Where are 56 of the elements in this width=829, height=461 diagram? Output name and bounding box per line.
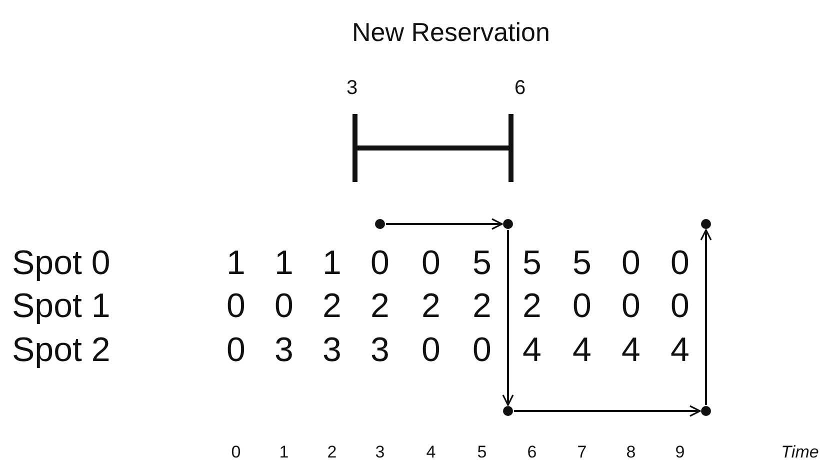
count-value: 0 bbox=[422, 246, 440, 280]
row-label: Spot 0 bbox=[12, 246, 110, 280]
tick-label: 6 bbox=[527, 444, 537, 460]
arrow bbox=[502, 230, 514, 406]
count-value: 4 bbox=[622, 333, 640, 367]
interval-end-label: 3 bbox=[346, 78, 358, 98]
tick-label: 0 bbox=[231, 444, 241, 460]
tick-label: 2 bbox=[327, 444, 337, 460]
count-value: 0 bbox=[670, 289, 690, 323]
tick-label: 1 bbox=[279, 444, 289, 460]
arrow bbox=[514, 405, 701, 417]
point-marker bbox=[701, 406, 711, 416]
count-value: 1 bbox=[274, 246, 294, 280]
tick-label: 3 bbox=[375, 444, 385, 460]
count-value: 4 bbox=[670, 333, 690, 367]
point-marker bbox=[375, 219, 385, 229]
point-marker bbox=[503, 406, 513, 416]
row-label: Spot 2 bbox=[12, 333, 110, 367]
tick-label: 5 bbox=[477, 444, 487, 460]
point-marker bbox=[503, 219, 513, 229]
count-value: 1 bbox=[322, 246, 342, 280]
diagram-title: New Reservation bbox=[352, 19, 550, 45]
count-value: 2 bbox=[422, 289, 440, 323]
count-value: 0 bbox=[622, 289, 640, 323]
tick-label: 4 bbox=[426, 444, 436, 460]
interval-end-label: 6 bbox=[514, 78, 526, 98]
count-value: 5 bbox=[572, 246, 592, 280]
count-value: 0 bbox=[670, 246, 690, 280]
count-value: 0 bbox=[622, 246, 640, 280]
count-value: 0 bbox=[226, 289, 246, 323]
count-value: 0 bbox=[572, 289, 592, 323]
axis-title: Time bbox=[781, 444, 819, 460]
count-value: 0 bbox=[472, 333, 492, 367]
count-value: 1 bbox=[226, 246, 246, 280]
count-value: 5 bbox=[472, 246, 492, 280]
count-value: 0 bbox=[274, 289, 294, 323]
count-value: 2 bbox=[522, 289, 542, 323]
count-value: 0 bbox=[422, 333, 440, 367]
tick-label: 7 bbox=[577, 444, 587, 460]
tick-label: 9 bbox=[675, 444, 685, 460]
count-value: 0 bbox=[226, 333, 246, 367]
arrow bbox=[386, 218, 503, 230]
count-value: 0 bbox=[370, 246, 390, 280]
count-value: 3 bbox=[370, 333, 390, 367]
count-value: 2 bbox=[370, 289, 390, 323]
count-value: 4 bbox=[522, 333, 542, 367]
count-value: 2 bbox=[472, 289, 492, 323]
count-value: 3 bbox=[322, 333, 342, 367]
arrow bbox=[700, 229, 712, 405]
tick-label: 8 bbox=[626, 444, 636, 460]
point-marker bbox=[701, 219, 711, 229]
count-value: 2 bbox=[322, 289, 342, 323]
count-value: 4 bbox=[572, 333, 592, 367]
row-label: Spot 1 bbox=[12, 289, 110, 323]
count-value: 3 bbox=[274, 333, 294, 367]
count-value: 5 bbox=[522, 246, 542, 280]
